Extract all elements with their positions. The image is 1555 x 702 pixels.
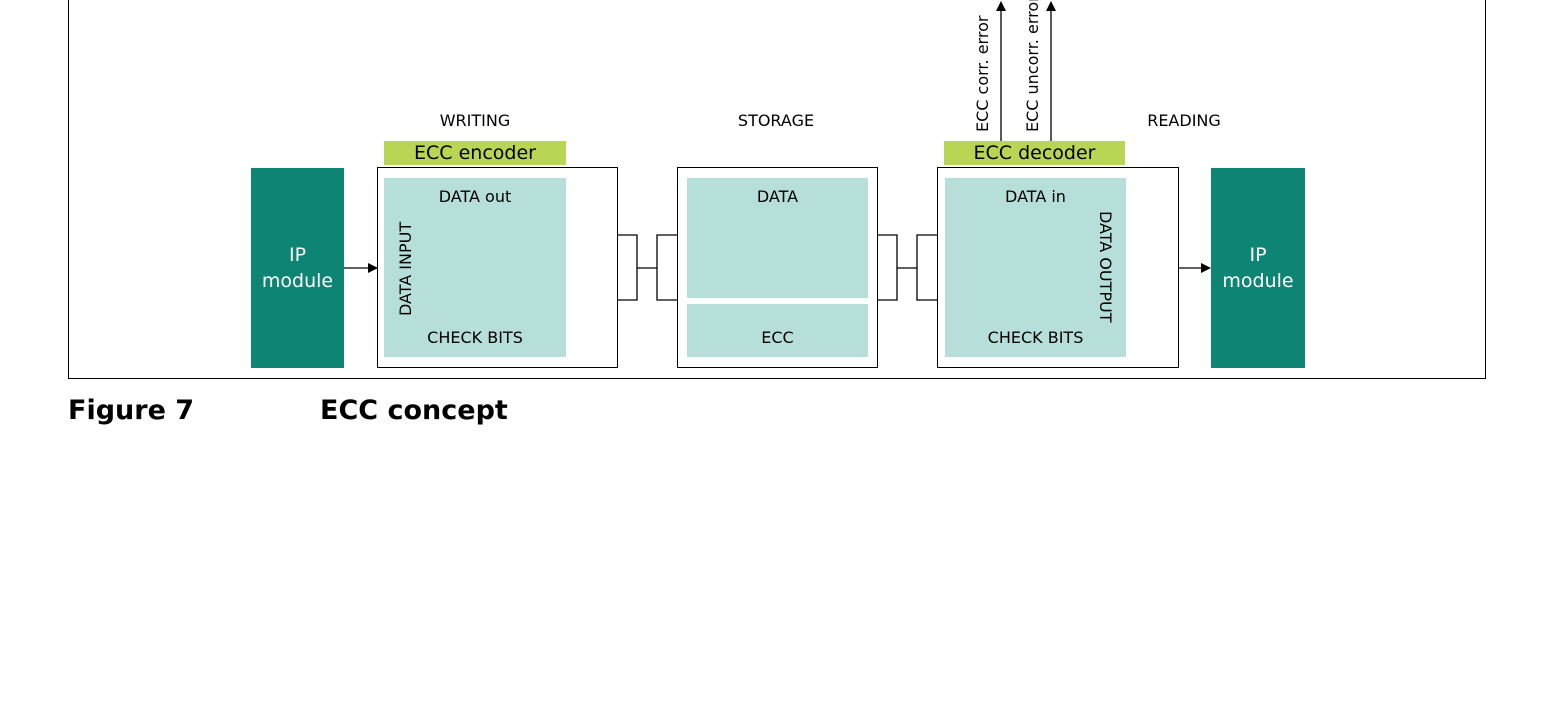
bus-storage-left bbox=[656, 234, 677, 301]
storage-label: STORAGE bbox=[737, 111, 815, 130]
figure-number: Figure 7 bbox=[68, 395, 195, 426]
bus-storage-right bbox=[877, 234, 898, 301]
decoder-data-output: DATA OUTPUT bbox=[1096, 211, 1115, 323]
ip-module-left-line1: IP bbox=[288, 244, 307, 266]
ip-module-right-line2: module bbox=[1222, 270, 1294, 292]
uncorr-error-label: ECC uncorr. error bbox=[1023, 0, 1042, 132]
writing-label: WRITING bbox=[439, 111, 511, 130]
ip-module-right-line1: IP bbox=[1249, 244, 1267, 266]
diagram-frame bbox=[68, 0, 1486, 379]
ecc-decoder-inner bbox=[945, 178, 1126, 357]
encoder-data-input: DATA INPUT bbox=[396, 221, 415, 316]
encoder-data-out: DATA out bbox=[438, 187, 512, 206]
storage-ecc-label: ECC bbox=[761, 328, 794, 347]
ip-module-right: IP module bbox=[1211, 168, 1305, 368]
ecc-encoder-title: ECC encoder bbox=[384, 141, 566, 165]
encoder-check-bits: CHECK BITS bbox=[427, 328, 523, 347]
decoder-check-bits: CHECK BITS bbox=[987, 328, 1084, 347]
ip-module-left: IP module bbox=[251, 168, 344, 368]
figure-title: ECC concept bbox=[320, 395, 508, 426]
decoder-data-in: DATA in bbox=[1005, 187, 1066, 206]
storage-ecc-area bbox=[687, 304, 868, 357]
reading-label: READING bbox=[1147, 111, 1221, 130]
bus-decoder-left bbox=[916, 234, 937, 301]
storage-data-label: DATA bbox=[756, 187, 799, 206]
ip-module-left-line2: module bbox=[261, 270, 334, 292]
ecc-encoder-inner bbox=[384, 178, 566, 357]
corr-error-label: ECC corr. error bbox=[973, 15, 992, 132]
ecc-decoder-title: ECC decoder bbox=[944, 141, 1125, 165]
storage-data-area bbox=[687, 178, 868, 298]
bus-encoder-right bbox=[617, 234, 638, 301]
